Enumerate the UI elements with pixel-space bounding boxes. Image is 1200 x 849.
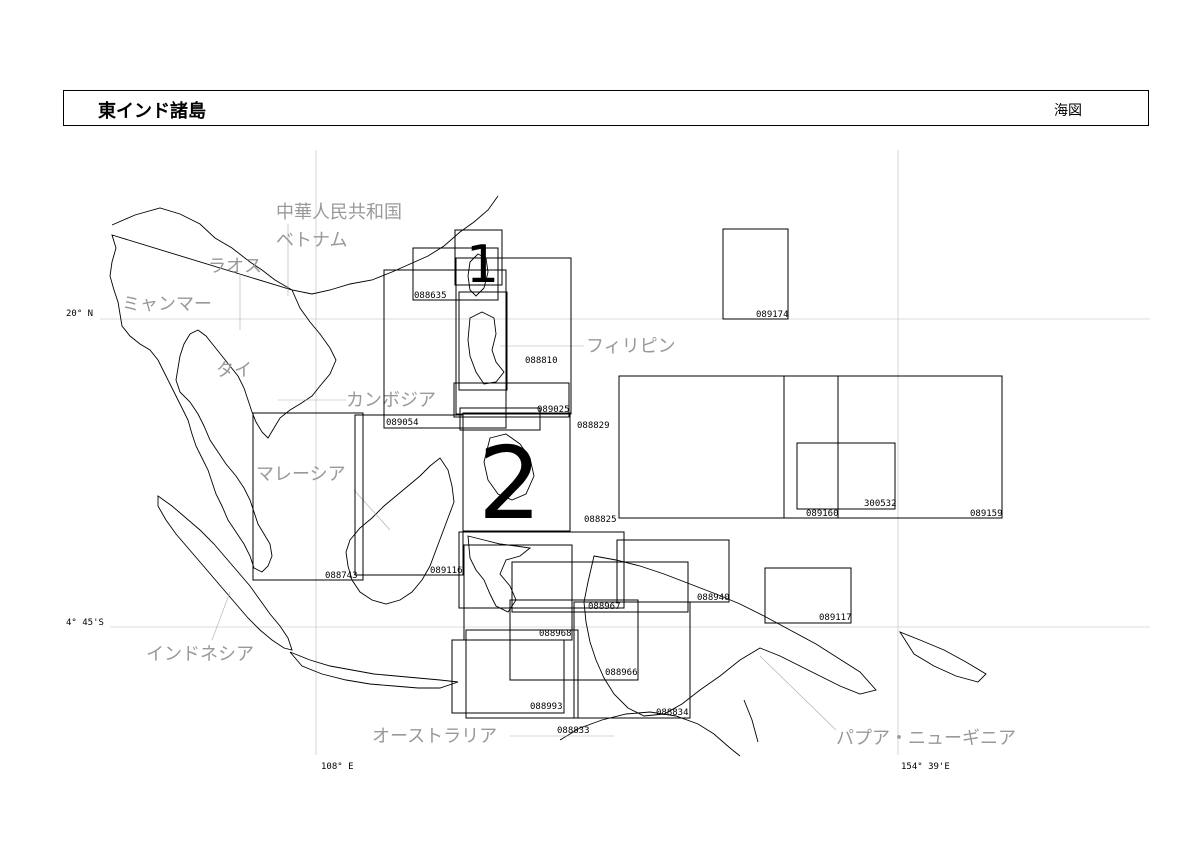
lat-label-south: 4° 45'S: [66, 618, 104, 628]
chart-box-089174: [722, 228, 789, 320]
new-guinea-coast: [583, 555, 877, 717]
new-britain-coast: [898, 631, 987, 683]
java-coast: [289, 651, 459, 689]
title-bar: 東インド諸島 海図: [63, 90, 1149, 126]
sulawesi-coast: [467, 535, 532, 613]
chart-no-088967: 088967: [588, 602, 621, 612]
chart-no-088834: 088834: [656, 708, 689, 718]
leader-indonesia: [211, 591, 231, 641]
chart-box-089117: [764, 567, 852, 624]
chart-box-088834: [573, 601, 691, 719]
leader-png: [759, 655, 837, 731]
label-philippines: フィリピン: [586, 336, 676, 357]
chart-no-089160: 089160: [806, 509, 839, 519]
lon-label-east: 154° 39'E: [901, 762, 950, 772]
australia-coast: [559, 699, 759, 757]
chart-no-088993: 088993: [530, 702, 563, 712]
taiwan-coast: [467, 253, 489, 297]
chart-box-089116: [354, 414, 464, 576]
chart-box-089025: [453, 382, 570, 418]
mindanao-coast: [483, 433, 535, 501]
chart-no-089054: 089054: [386, 418, 419, 428]
chart-numbers: 088635 088810 089025 089054 088829 08917…: [325, 291, 1003, 736]
coastlines: [109, 195, 987, 757]
chart-no-088968: 088968: [539, 629, 572, 639]
label-australia: オーストラリア: [372, 726, 497, 747]
label-laos: ラオス: [208, 256, 262, 277]
label-indonesia: インドネシア: [146, 644, 254, 665]
chart-no-088829: 088829: [577, 421, 610, 431]
chart-box-088829: [459, 407, 541, 431]
chart-box-089160: [783, 375, 839, 519]
chart-box-089054: [383, 269, 507, 429]
map-title: 東インド諸島: [98, 101, 206, 122]
chart-box-088743: [252, 412, 364, 581]
chart-box-300532: [796, 442, 896, 510]
chart-box-089159: [618, 375, 1003, 519]
region-number-1: 1: [466, 235, 499, 295]
label-cambodia: カンボジア: [346, 390, 436, 411]
chart-no-088825: 088825: [584, 515, 617, 525]
chart-no-089174: 089174: [756, 310, 789, 320]
chart-no-088966: 088966: [605, 668, 638, 678]
region-number-2: 2: [478, 425, 542, 542]
chart-no-088810: 088810: [525, 356, 558, 366]
label-china: 中華人民共和国: [276, 202, 402, 223]
chart-box-luzon: [458, 291, 508, 391]
label-vietnam: ベトナム: [276, 230, 347, 251]
lat-label-north: 20° N: [66, 309, 93, 319]
chart-no-089159: 089159: [970, 509, 1003, 519]
mainland-asia-coast: [109, 195, 499, 573]
graticule: [100, 150, 1150, 755]
chart-box-088833: [465, 629, 579, 719]
lon-label-west: 108° E: [321, 762, 354, 772]
chart-box-088810: [455, 257, 572, 415]
chart-box-088968: [463, 544, 573, 641]
borneo-coast: [345, 457, 455, 605]
chart-no-088940: 088940: [697, 593, 730, 603]
chart-no-088833: 088833: [557, 726, 590, 736]
leader-malaysia: [353, 489, 391, 531]
chart-no-089025: 089025: [537, 405, 570, 415]
luzon-coast: [467, 311, 505, 385]
label-thailand: タイ: [216, 360, 252, 381]
doc-type-label: 海図: [1054, 103, 1082, 119]
chart-box-088967: [511, 561, 689, 613]
label-malaysia: マレーシア: [256, 464, 346, 485]
chart-box-088993: [451, 639, 565, 714]
chart-no-088743: 088743: [325, 571, 358, 581]
label-papua-new-guinea: パプア・ニューギニア: [836, 728, 1016, 749]
chart-no-088635: 088635: [414, 291, 447, 301]
chart-boundaries: [252, 228, 1003, 719]
country-labels: [211, 224, 837, 737]
chart-box-088825: [458, 531, 625, 609]
chart-no-089117: 089117: [819, 613, 852, 623]
sumatra-coast: [157, 495, 293, 651]
chart-no-300532: 300532: [864, 499, 897, 509]
label-myanmar: ミャンマー: [122, 294, 212, 315]
chart-no-089116: 089116: [430, 566, 463, 576]
